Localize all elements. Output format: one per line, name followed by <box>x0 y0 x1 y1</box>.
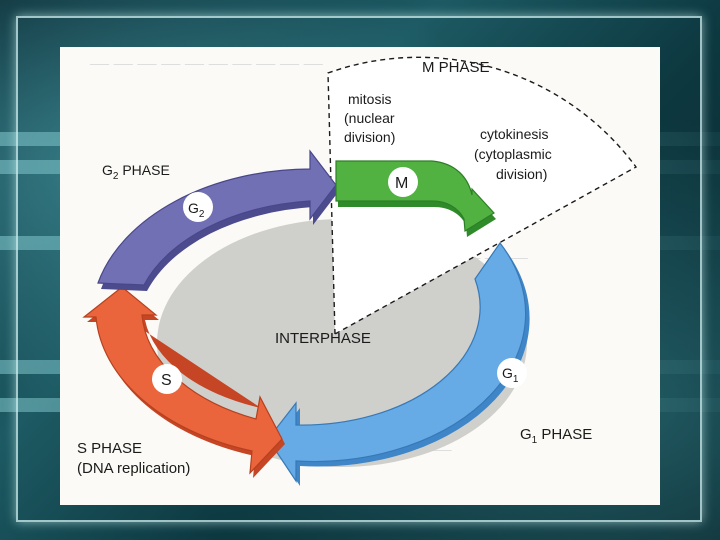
s-badge-letter: S <box>161 372 172 389</box>
interphase-label: INTERPHASE <box>275 330 371 347</box>
s-badge <box>152 364 182 394</box>
s-phase-label: S PHASE <box>77 440 142 457</box>
mitosis-label: (nuclear <box>344 110 395 126</box>
m-arrow <box>335 160 495 233</box>
mitosis-label: division) <box>344 129 395 145</box>
cell-cycle-diagram: M PHASE mitosis (nuclear division) cytok… <box>77 56 638 486</box>
g2-phase-label: G2 PHASE <box>102 162 170 182</box>
g1-badge <box>497 358 527 388</box>
bleed-through-text: — — — — — — — — — — <box>90 53 323 74</box>
cell-cycle-figure: — — — — — — — — — — — — — — — — — — — — … <box>60 47 660 505</box>
s-arrow <box>82 286 283 475</box>
g1-badge-letter: G1 <box>502 365 519 385</box>
g1-arrow <box>267 241 527 483</box>
mitosis-label: mitosis <box>348 91 392 107</box>
g1-phase-label: G1 PHASE <box>520 426 592 446</box>
cytokinesis-label: division) <box>496 166 547 182</box>
g2-badge-letter: G2 <box>188 200 205 220</box>
m-badge <box>388 167 418 197</box>
m-phase-sector <box>327 56 638 336</box>
g2-badge <box>183 192 213 222</box>
g2-arrow <box>97 149 337 286</box>
cytokinesis-label: cytokinesis <box>480 126 548 142</box>
slide-frame <box>16 16 702 522</box>
m-phase-label: M PHASE <box>422 59 490 76</box>
s-phase-note: (DNA replication) <box>77 460 190 477</box>
m-badge-letter: M <box>395 175 408 192</box>
cytokinesis-label: (cytoplasmic <box>474 146 552 162</box>
